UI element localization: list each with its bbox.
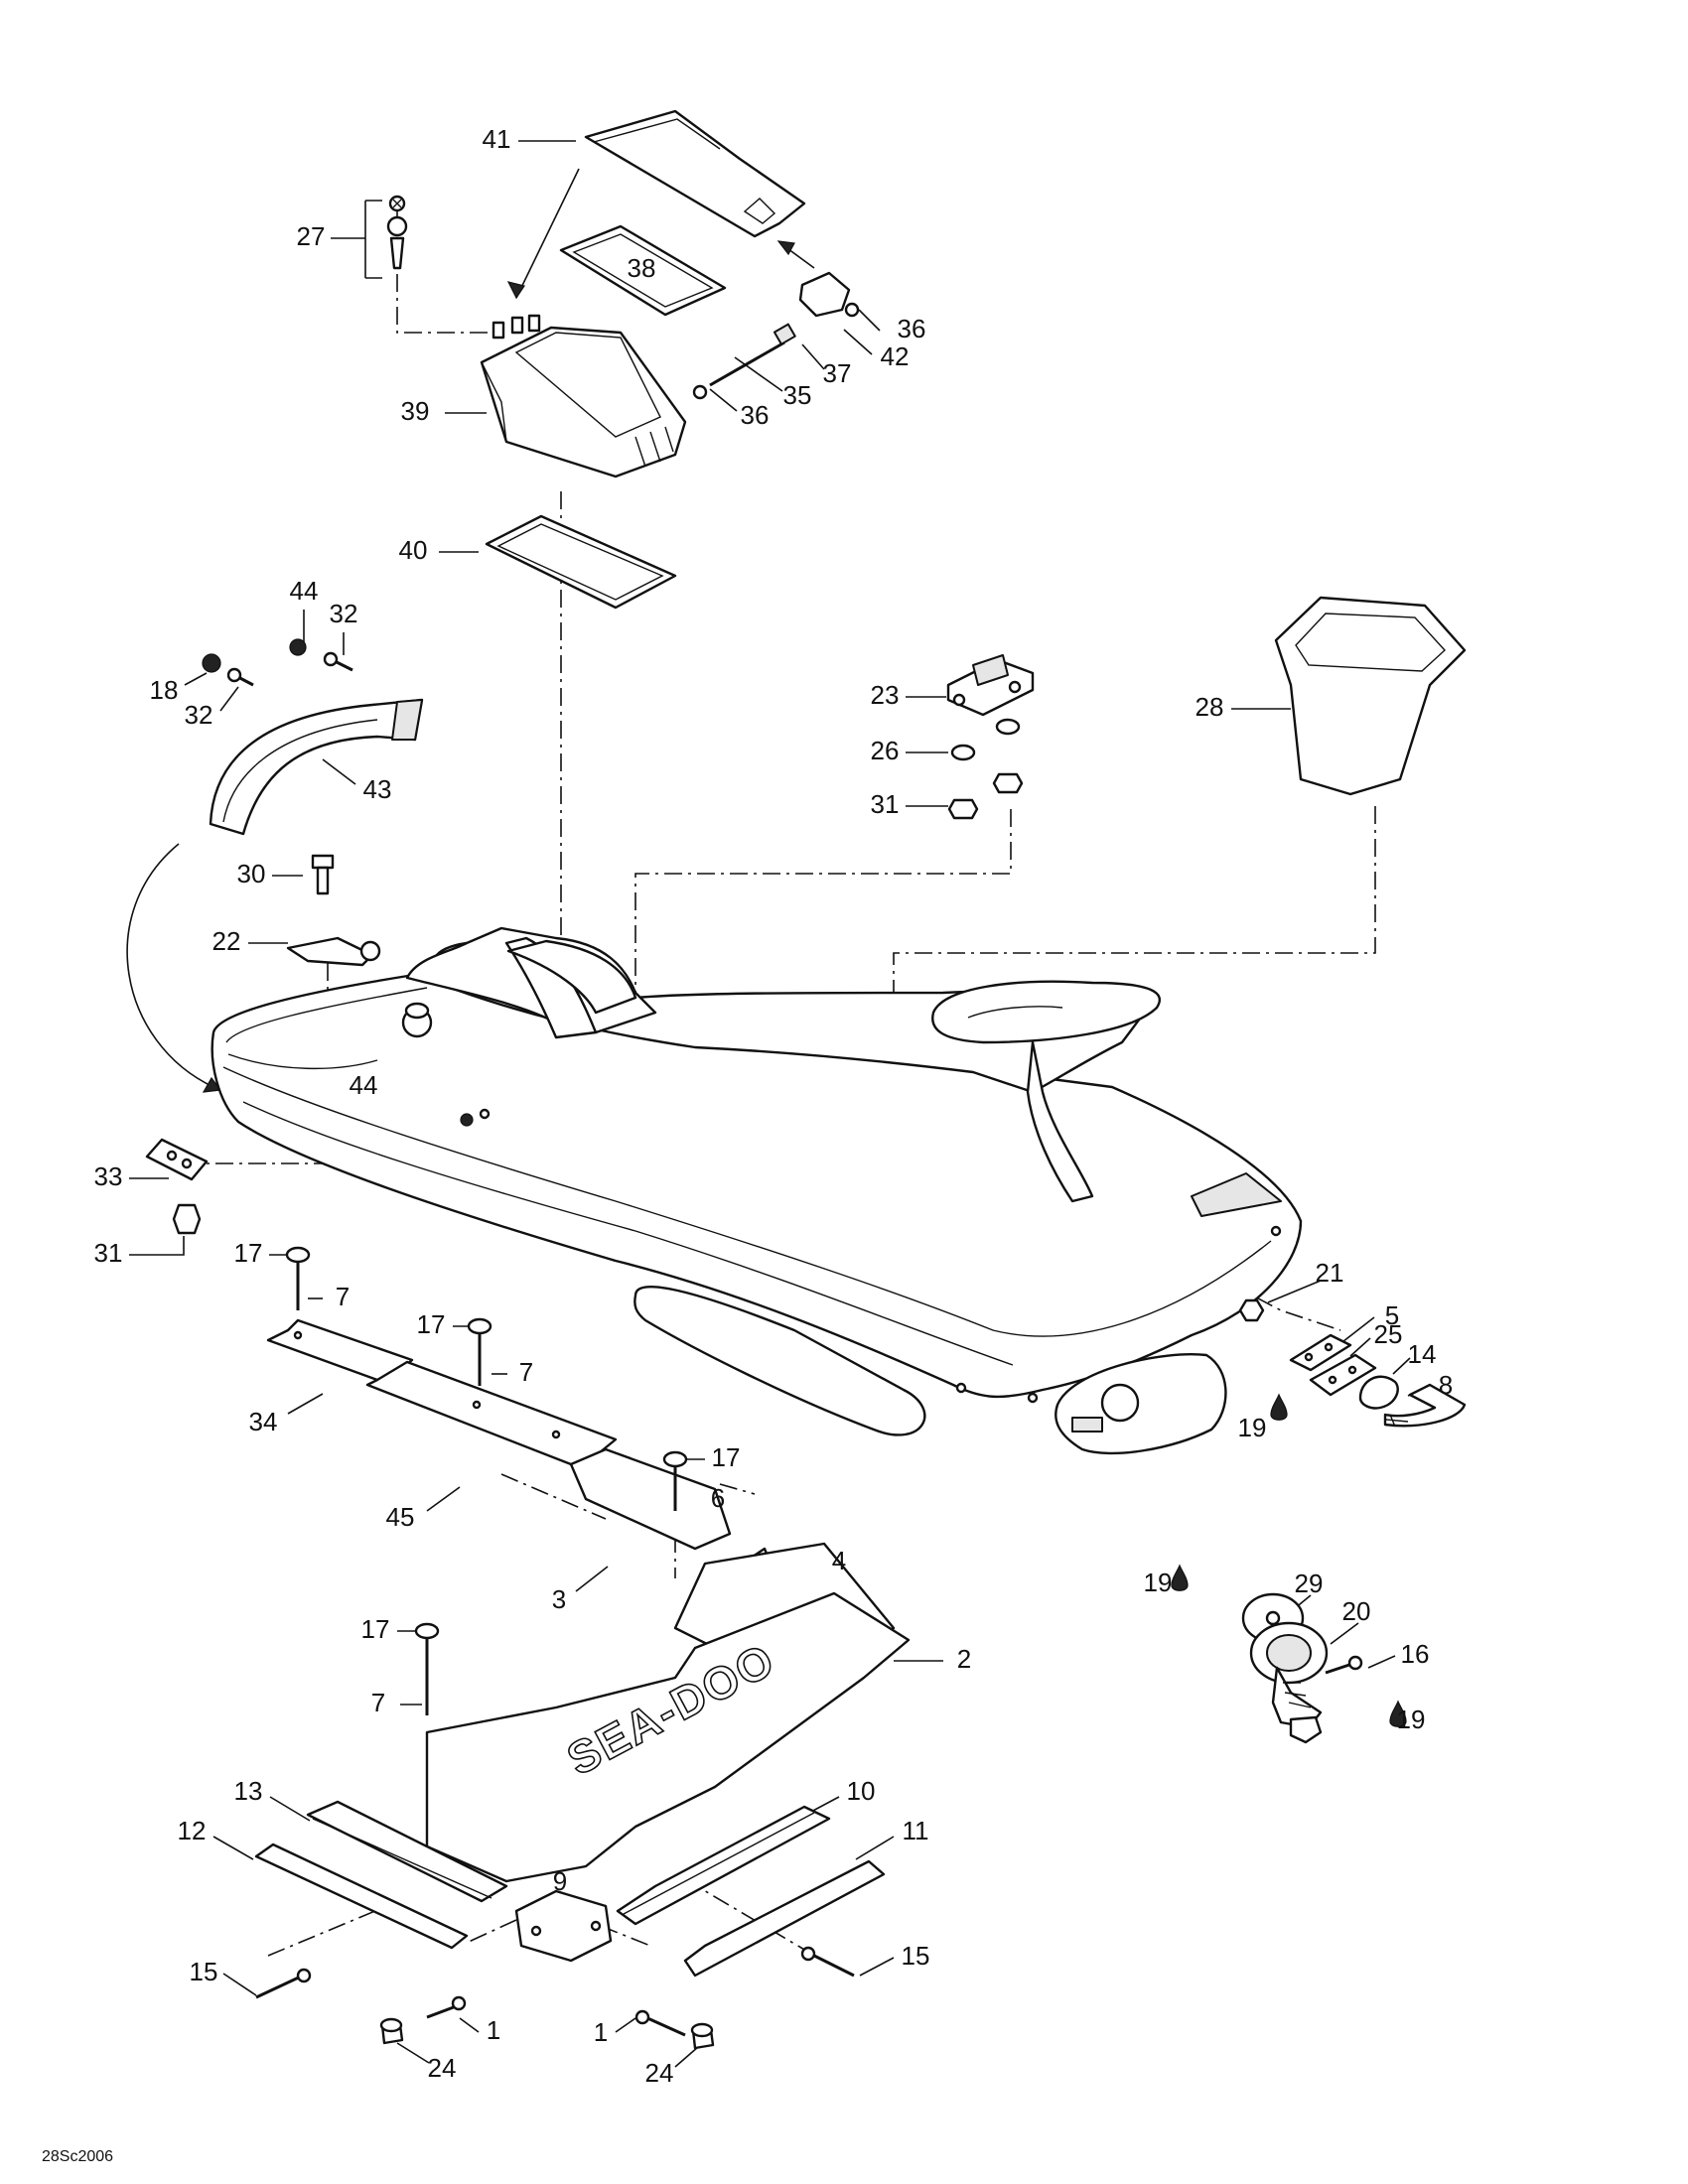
callout-c41: 41 xyxy=(483,124,511,154)
sponson-rails xyxy=(254,1800,886,2050)
callout-c9: 9 xyxy=(553,1866,567,1896)
callout-c13: 13 xyxy=(234,1776,263,1806)
callout-c44b: 44 xyxy=(350,1070,378,1100)
callout-c19b: 19 xyxy=(1144,1568,1173,1597)
callout-c40: 40 xyxy=(399,535,428,565)
callout-c42: 42 xyxy=(881,341,910,371)
callout-c15b: 15 xyxy=(902,1941,930,1971)
tow-eye-assembly xyxy=(1238,1298,1467,1428)
callout-c20: 20 xyxy=(1342,1596,1371,1626)
callout-c1a: 1 xyxy=(487,2015,500,2045)
callout-c18: 18 xyxy=(150,675,179,705)
callout-c12: 12 xyxy=(178,1816,207,1845)
drain-plug-assembly xyxy=(1171,1564,1407,1744)
callout-c29: 29 xyxy=(1295,1569,1324,1598)
callout-c19a: 19 xyxy=(1238,1413,1267,1442)
leader-lines xyxy=(129,140,1428,2068)
bow-plate xyxy=(145,1138,209,1235)
stern-bracket xyxy=(946,654,1035,820)
storage-gasket-upper xyxy=(559,224,727,317)
callout-c34: 34 xyxy=(249,1407,278,1436)
callout-c6: 6 xyxy=(711,1483,725,1513)
bolt-and-clip xyxy=(286,854,381,967)
storage-latch xyxy=(798,271,860,318)
callout-c11: 11 xyxy=(903,1816,929,1845)
callout-c17c: 17 xyxy=(712,1442,741,1472)
callout-c31b: 31 xyxy=(94,1238,123,1268)
callout-c7c: 7 xyxy=(371,1688,385,1717)
storage-bin xyxy=(480,314,687,478)
callout-c17d: 17 xyxy=(361,1614,390,1644)
retaining-pins xyxy=(285,1246,688,1715)
callout-c24a: 24 xyxy=(428,2053,457,2083)
callout-c3: 3 xyxy=(552,1584,566,1614)
push-rivet xyxy=(386,195,408,270)
callout-c8: 8 xyxy=(1439,1370,1453,1400)
callout-c15a: 15 xyxy=(190,1957,218,1986)
callout-c19c: 19 xyxy=(1397,1705,1426,1734)
callout-c10: 10 xyxy=(847,1776,876,1806)
arrows xyxy=(126,168,815,1093)
callout-c4: 4 xyxy=(832,1546,846,1575)
latch-pin xyxy=(692,323,796,400)
callout-c21: 21 xyxy=(1316,1258,1344,1288)
drawing-code: 28Sc2006 xyxy=(42,2148,113,2165)
hull xyxy=(211,926,1303,1455)
rear-storage-bucket xyxy=(1274,596,1467,796)
callout-c7b: 7 xyxy=(519,1357,533,1387)
callout-c17a: 17 xyxy=(234,1238,263,1268)
callout-c38: 38 xyxy=(628,253,656,283)
callout-c7a: 7 xyxy=(336,1282,350,1311)
callout-c16: 16 xyxy=(1401,1639,1430,1669)
callout-c28: 28 xyxy=(1196,692,1224,722)
storage-gasket-lower xyxy=(485,514,677,610)
callout-c24b: 24 xyxy=(645,2058,674,2088)
callout-c14: 14 xyxy=(1408,1339,1437,1369)
grab-handle xyxy=(209,698,424,836)
callout-c22: 22 xyxy=(212,926,241,956)
callout-c23: 23 xyxy=(871,680,900,710)
callout-c33: 33 xyxy=(94,1161,123,1191)
callout-c30: 30 xyxy=(237,859,266,888)
callout-c35: 35 xyxy=(783,380,812,410)
callout-c2: 2 xyxy=(957,1644,971,1674)
callout-c44a: 44 xyxy=(290,576,319,606)
callout-c36b: 36 xyxy=(741,400,770,430)
callout-c39: 39 xyxy=(401,396,430,426)
callout-c32b: 32 xyxy=(185,700,213,730)
callout-c5: 5 xyxy=(1385,1300,1399,1330)
callout-c1b: 1 xyxy=(594,2017,608,2047)
callout-c31a: 31 xyxy=(871,789,900,819)
callout-c36a: 36 xyxy=(898,314,926,343)
callout-c32a: 32 xyxy=(330,599,358,628)
storage-lid xyxy=(584,109,806,238)
callout-c43: 43 xyxy=(363,774,392,804)
callout-c45: 45 xyxy=(386,1502,415,1532)
handle-fasteners xyxy=(202,638,353,687)
callout-c27: 27 xyxy=(297,221,326,251)
callout-c26: 26 xyxy=(871,736,900,765)
callout-c25: 25 xyxy=(1374,1319,1403,1349)
callout-c37: 37 xyxy=(823,358,852,388)
callout-c17b: 17 xyxy=(417,1309,446,1339)
